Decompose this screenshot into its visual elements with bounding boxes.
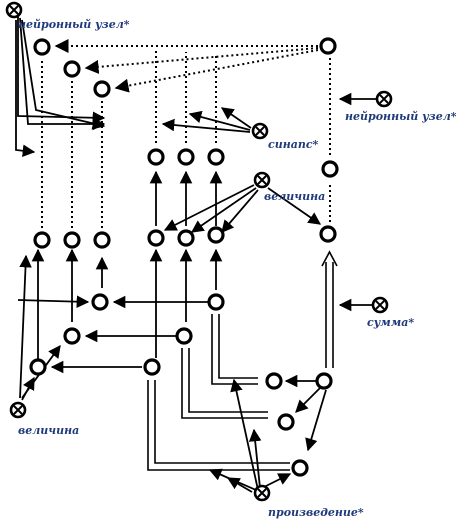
node: [29, 358, 47, 376]
node: [147, 148, 165, 166]
circled-x-icon: [375, 90, 393, 108]
node: [177, 148, 195, 166]
nodes: [29, 37, 339, 477]
solid-links: [15, 16, 378, 493]
node: [33, 231, 51, 249]
node: [143, 358, 161, 376]
label-magnitude-left: величина: [18, 424, 79, 437]
dotted-links: [41, 39, 331, 228]
node: [265, 372, 283, 390]
node: [63, 231, 81, 249]
node: [93, 80, 111, 98]
node: [63, 327, 81, 345]
circled-x-icon: [9, 401, 27, 419]
node: [321, 160, 339, 178]
node: [207, 148, 225, 166]
label-synapse: синапс*: [268, 138, 319, 151]
node: [147, 229, 165, 247]
source-markers: [5, 1, 393, 502]
node: [33, 38, 51, 56]
node: [319, 225, 337, 243]
node: [315, 372, 333, 390]
label-magnitude-mid: величина: [264, 190, 325, 203]
circled-x-icon: [251, 122, 269, 140]
circled-x-icon: [253, 171, 271, 189]
node: [319, 37, 337, 55]
node: [91, 293, 109, 311]
node: [63, 60, 81, 78]
label-neuron-node-top: нейронный узел*: [18, 18, 130, 31]
labels: нейронный узел* нейронный узел* синапс* …: [18, 18, 456, 519]
node: [291, 459, 309, 477]
label-sum: сумма*: [367, 316, 414, 329]
node: [93, 231, 111, 249]
circled-x-icon: [371, 296, 389, 314]
label-neuron-node-right: нейронный узел*: [345, 110, 456, 123]
node: [277, 413, 295, 431]
circled-x-icon: [5, 1, 23, 19]
label-product: произведение*: [268, 506, 364, 519]
node: [207, 293, 225, 311]
node: [177, 229, 195, 247]
double-pipes: [147, 250, 338, 471]
circled-x-icon: [253, 484, 271, 502]
node: [207, 226, 225, 244]
node: [175, 327, 193, 345]
